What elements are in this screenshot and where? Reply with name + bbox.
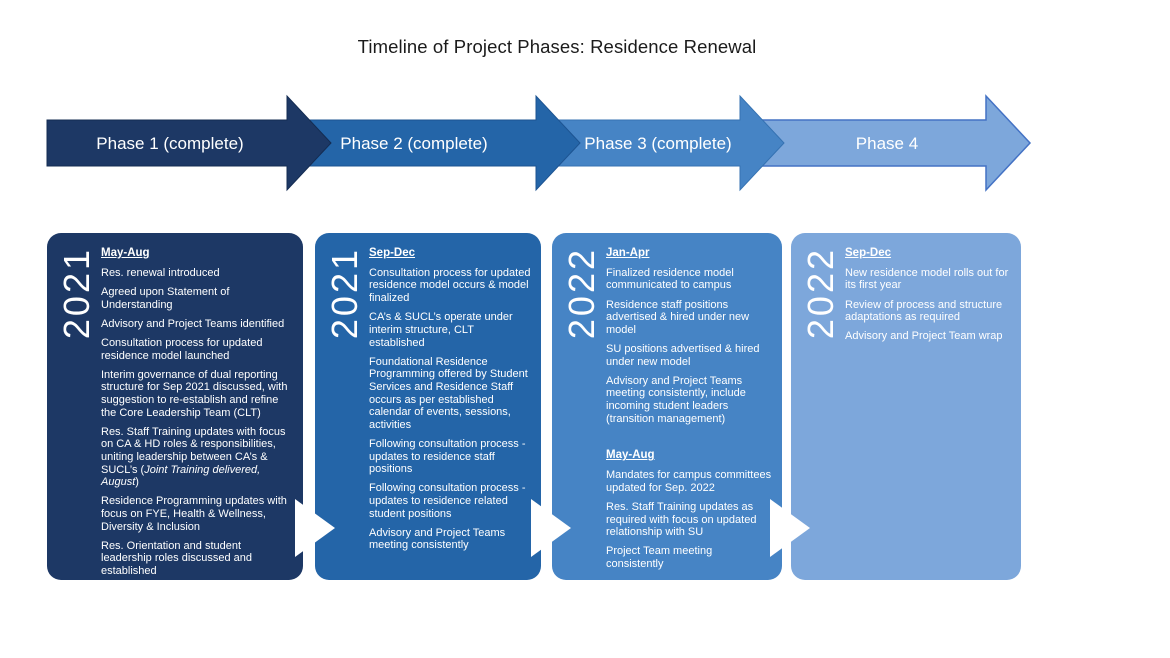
timeline-item: Finalized residence model communicated t… (606, 266, 734, 292)
year-label: 2022 (561, 247, 602, 340)
timeline-item: Res. renewal introduced (101, 266, 220, 279)
phase-3-arrow-icon (535, 94, 785, 192)
timeline-item: Residence Programming updates with focus… (101, 495, 287, 533)
next-phase-chevron-icon (531, 499, 571, 557)
period-heading: Jan-Apr (606, 247, 650, 259)
year-label: 2021 (56, 247, 97, 340)
phase-4-label: Phase 4 (855, 134, 919, 153)
timeline-item: Consultation process for updated residen… (101, 336, 263, 362)
phase-1-label: Phase 1 (complete) (96, 134, 244, 153)
timeline-item: Advisory and Project Teams meeting consi… (606, 374, 746, 425)
period-heading: Sep-Dec (845, 247, 892, 259)
timeline-item: Following consultation process - updates… (369, 437, 526, 476)
timeline-item: SU positions advertised & hired under ne… (606, 343, 760, 368)
year-label: 2022 (800, 247, 841, 340)
timeline-item: Interim governance of dual reporting str… (101, 368, 288, 419)
timeline-item: Foundational Residence Programming offer… (369, 355, 528, 431)
period-heading: Sep-Dec (369, 247, 416, 259)
period-heading: May-Aug (101, 247, 150, 259)
timeline-item: Advisory and Project Teams identified (101, 317, 285, 330)
timeline-item: Consultation process for updated residen… (369, 266, 531, 305)
timeline-item: New residence model rolls out for its fi… (845, 266, 1009, 292)
phase-4-arrow-icon (745, 94, 1032, 192)
phase-2-label: Phase 2 (complete) (340, 134, 488, 153)
timeline-item: Advisory and Project Team wrap (845, 330, 1003, 343)
timeline-item: Mandates for campus committees updated f… (606, 469, 772, 494)
phase-1-arrow-icon (46, 94, 332, 192)
timeline-item: Project Team meeting consistently (606, 545, 713, 570)
year-label: 2021 (324, 247, 365, 340)
next-phase-chevron-icon (295, 499, 335, 557)
timeline-item: Agreed upon Statement of Understanding (101, 285, 230, 311)
timeline-item: Res. Staff Training updates as required … (606, 500, 757, 539)
phase-2-arrow-icon (282, 94, 581, 192)
phase-3-label: Phase 3 (complete) (584, 134, 732, 153)
timeline-item: Residence staff positions advertised & h… (606, 298, 750, 336)
timeline-item: Following consultation process - updates… (369, 482, 526, 520)
page-title: Timeline of Project Phases: Residence Re… (357, 36, 757, 57)
timeline-item: Review of process and structure adaptati… (845, 298, 1003, 324)
timeline-item: Res. Orientation and student leadership … (101, 539, 253, 578)
next-phase-chevron-icon (770, 499, 810, 557)
timeline-item: Advisory and Project Teams meeting consi… (369, 526, 506, 552)
phase-arrow-band (46, 94, 1032, 192)
timeline-item: Res. Staff Training updates with focus o… (101, 425, 286, 489)
timeline-item: CA’s & SUCL’s operate under interim stru… (369, 311, 513, 349)
period-heading: May-Aug (606, 449, 655, 462)
